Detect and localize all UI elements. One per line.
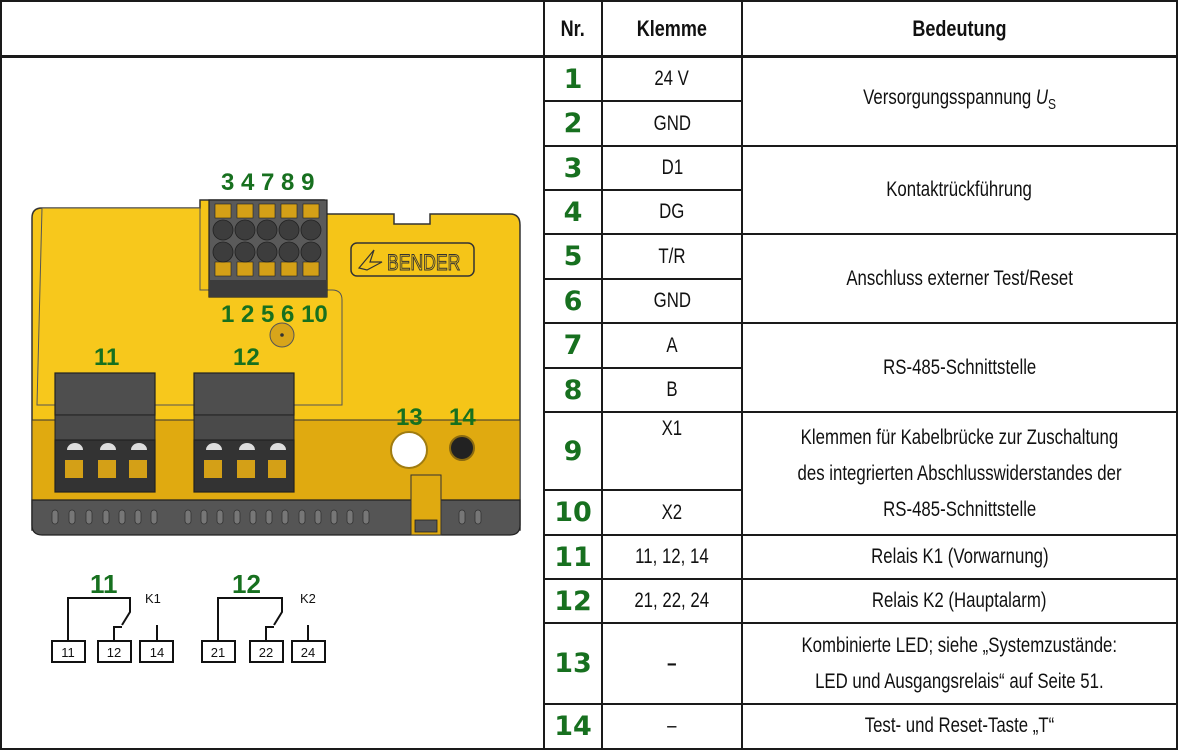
row-nr-4: 4 — [563, 196, 583, 228]
grid-hline — [543, 411, 1178, 413]
row-klemme-1: 24 V — [654, 67, 690, 90]
meaning-termination: Klemmen für Kabelbrücke zur Zuschaltung … — [797, 425, 1122, 521]
meaning-led: Kombinierte LED; siehe „Systemzustände: … — [801, 633, 1118, 693]
meaning-relay-k1: Relais K1 (Vorwarnung) — [870, 545, 1049, 568]
row-nr-8: 8 — [563, 374, 583, 406]
bender-logo: BENDER — [350, 242, 475, 277]
row-nr-2: 2 — [563, 108, 583, 139]
meaning-relay-k2: Relais K2 (Hauptalarm) — [872, 589, 1047, 612]
grid-vline — [601, 0, 603, 750]
header-bedeutung-label: Bedeutung — [912, 15, 1007, 41]
grid-hline — [543, 703, 1178, 705]
svg-text:14: 14 — [150, 645, 164, 660]
label-connector-11: 11 — [94, 344, 119, 371]
grid-hline — [543, 489, 743, 491]
row-nr-1: 1 — [563, 63, 583, 95]
label-connector-12: 12 — [233, 344, 260, 371]
meaning-contact-feedback: Kontaktrückführung — [886, 178, 1033, 201]
schematic-label-12: 12 — [232, 569, 261, 599]
grid-hline — [543, 278, 743, 280]
row-klemme-5: T/R — [658, 244, 686, 268]
row-nr-3: 3 — [563, 152, 583, 184]
row-nr-7: 7 — [563, 330, 583, 361]
label-top-terminals: 3 4 7 8 9 — [221, 169, 314, 196]
svg-text:24: 24 — [301, 645, 315, 660]
header-bedeutung: Bedeutung — [743, 2, 1176, 55]
grid-hline — [543, 367, 743, 369]
meaning-rs485: RS-485-Schnittstelle — [882, 355, 1037, 379]
row-nr-12: 12 — [554, 585, 592, 617]
row-nr-9: 9 — [563, 435, 583, 467]
meaning-test-button: Test- und Reset-Taste „T“ — [864, 714, 1055, 737]
row-klemme-2: GND — [653, 111, 691, 135]
grid-hline — [543, 100, 743, 102]
row-klemme-10: X2 — [661, 500, 683, 524]
svg-text:22: 22 — [259, 645, 273, 660]
grid-vline — [543, 0, 545, 750]
meaning-supply-voltage: Versorgungsspannung US — [863, 85, 1056, 114]
grid-hline — [543, 233, 1178, 235]
grid-hline — [543, 578, 1178, 580]
grid-vline — [741, 0, 743, 750]
svg-text:12: 12 — [107, 645, 121, 660]
svg-text:21: 21 — [211, 645, 225, 660]
row-klemme-6: GND — [653, 289, 691, 312]
row-nr-6: 6 — [563, 285, 583, 317]
header-klemme: Klemme — [603, 2, 741, 55]
vent-slots — [51, 509, 482, 525]
svg-text:11: 11 — [61, 645, 75, 660]
schematic-k1: K1 — [145, 591, 161, 606]
svg-text:BENDER: BENDER — [387, 251, 460, 275]
row-klemme-7: A — [666, 333, 678, 357]
housing-base — [31, 499, 521, 536]
device-illustration: BENDER 3 4 7 8 9 1 2 5 6 10 11 12 13 14 … — [31, 169, 521, 663]
row-nr-13: 13 — [554, 648, 592, 679]
row-klemme-9: X1 — [661, 417, 683, 440]
grid-hline — [543, 145, 1178, 147]
row-klemme-8: B — [666, 378, 678, 401]
grid-hline — [543, 189, 743, 191]
test-reset-button — [449, 435, 475, 461]
row-klemme-11: 11, 12, 14 — [635, 545, 709, 568]
label-led-13: 13 — [396, 404, 423, 431]
row-nr-14: 14 — [554, 710, 592, 742]
meaning-external-test-reset: Anschluss externer Test/Reset — [846, 266, 1073, 290]
relay-connector-11 — [54, 372, 156, 493]
header-divider — [0, 55, 1178, 58]
grid-hline — [543, 622, 1178, 624]
row-klemme-14: – — [667, 714, 677, 737]
header-nr-label: Nr. — [560, 15, 586, 41]
row-nr-10: 10 — [554, 497, 592, 528]
schematic-k2: K2 — [300, 591, 316, 606]
row-nr-11: 11 — [554, 541, 592, 573]
row-klemme-13: – — [667, 651, 677, 675]
relay-schematic: 11 K1 11 12 14 12 K2 21 22 24 — [51, 569, 326, 663]
grid-hline — [543, 534, 1178, 536]
header-klemme-label: Klemme — [636, 15, 708, 41]
relay-connector-12 — [193, 372, 295, 493]
grid-hline — [543, 322, 1178, 324]
row-nr-5: 5 — [563, 241, 583, 272]
label-bottom-terminals: 1 2 5 6 10 — [221, 301, 328, 328]
schematic-label-11: 11 — [90, 569, 118, 599]
combined-led — [390, 431, 428, 469]
label-button-14: 14 — [449, 404, 476, 431]
row-klemme-4: DG — [659, 200, 685, 223]
top-terminal-block — [208, 199, 328, 298]
row-klemme-12: 21, 22, 24 — [634, 589, 710, 612]
row-klemme-3: D1 — [661, 156, 683, 179]
header-nr: Nr. — [545, 2, 601, 55]
